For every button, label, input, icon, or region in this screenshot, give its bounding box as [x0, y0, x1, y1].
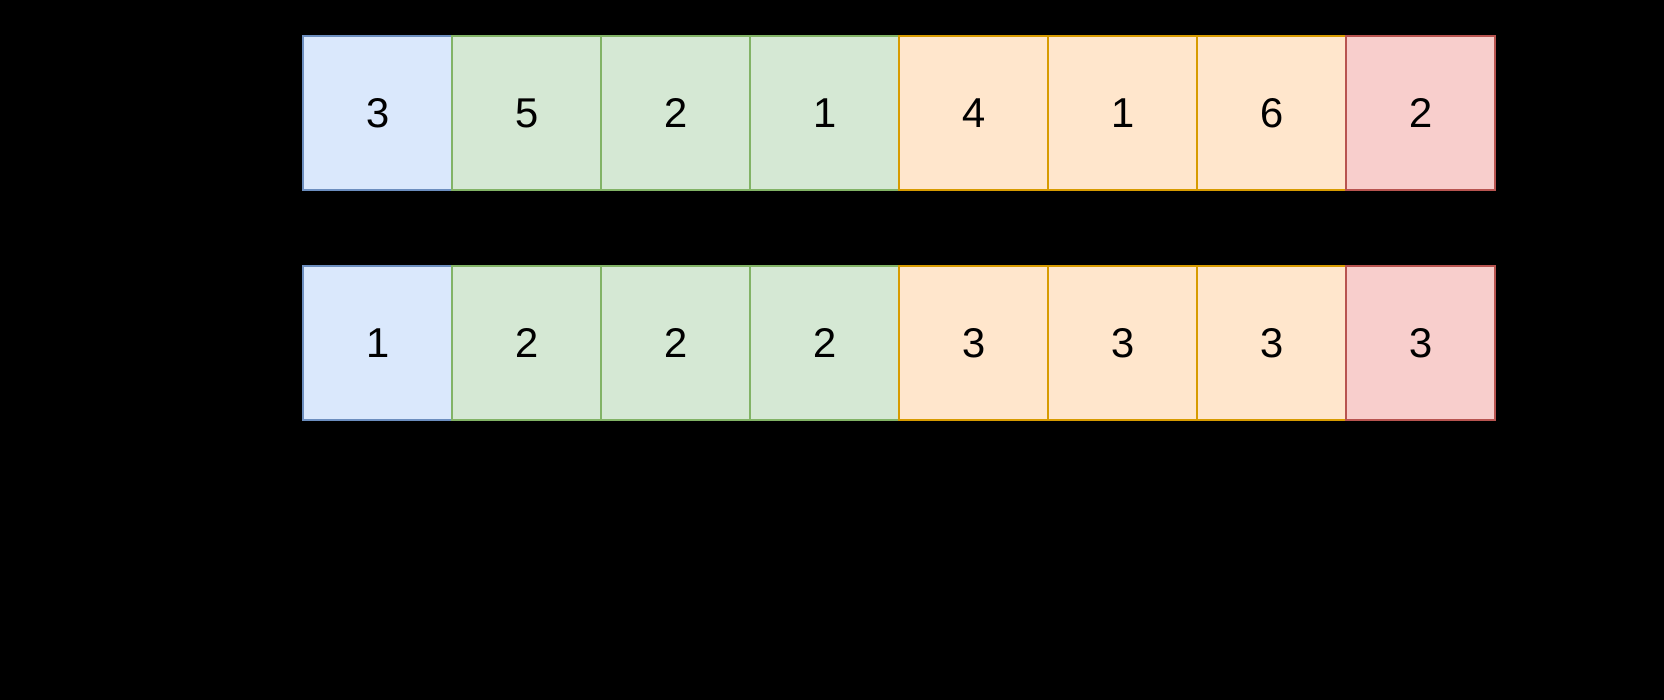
array-cell: 6	[1196, 35, 1347, 191]
array-cell: 3	[898, 265, 1049, 421]
array-cell: 5	[451, 35, 602, 191]
array-cell: 2	[1345, 35, 1496, 191]
array-cell: 1	[1047, 35, 1198, 191]
array-cell: 3	[1196, 265, 1347, 421]
array-cell: 3	[302, 35, 453, 191]
array-cell: 2	[749, 265, 900, 421]
array-cell: 4	[898, 35, 1049, 191]
array-cell: 3	[1047, 265, 1198, 421]
array-cell: 3	[1345, 265, 1496, 421]
array-cell: 2	[600, 265, 751, 421]
array-cell: 2	[600, 35, 751, 191]
array-cell: 1	[302, 265, 453, 421]
array-cell: 2	[451, 265, 602, 421]
array-cell: 1	[749, 35, 900, 191]
